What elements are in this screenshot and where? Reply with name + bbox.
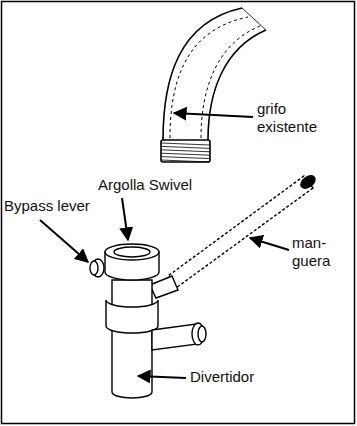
- part-label: Bypass lever: [4, 197, 114, 215]
- part-label: Divertidor: [190, 368, 290, 386]
- screw-thread: [161, 143, 210, 162]
- leader-arrows: [40, 113, 289, 378]
- part-label: grifo existente: [257, 100, 339, 136]
- part-label: Argolla Swivel: [98, 176, 228, 194]
- diverter-body: [90, 173, 317, 398]
- frame: [2, 2, 355, 424]
- faucet-spout: [161, 8, 266, 162]
- part-label: man- guera: [292, 234, 336, 270]
